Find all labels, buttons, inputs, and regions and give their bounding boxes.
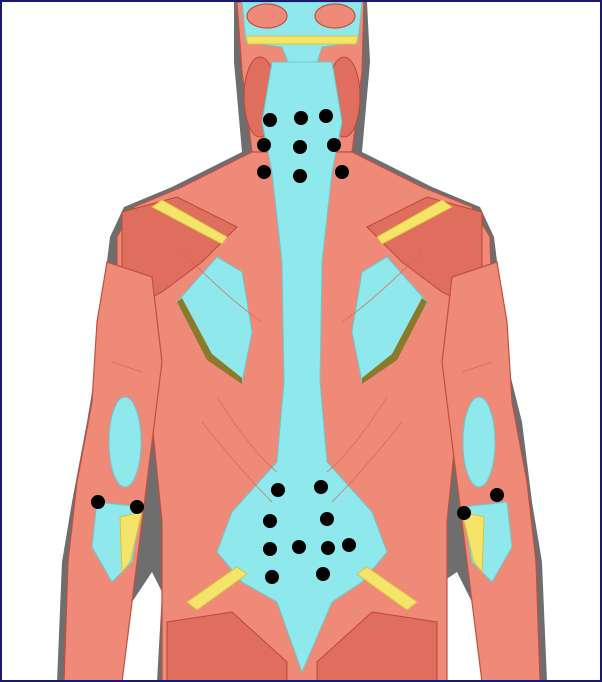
left-triceps-tendon: [109, 397, 141, 487]
neck-fat-band: [246, 36, 358, 44]
marker-dot: [257, 138, 271, 152]
marker-dot: [263, 113, 277, 127]
marker-dot: [316, 567, 330, 581]
marker-dot: [294, 111, 308, 125]
marker-dot: [292, 540, 306, 554]
marker-dot: [457, 506, 471, 520]
marker-dot: [293, 140, 307, 154]
marker-dot: [91, 495, 105, 509]
marker-dot: [314, 480, 328, 494]
marker-dot: [130, 500, 144, 514]
marker-dot: [263, 514, 277, 528]
right-triceps-tendon: [463, 397, 495, 487]
marker-dot: [327, 138, 341, 152]
marker-dot: [293, 169, 307, 183]
marker-dot: [263, 542, 277, 556]
skull-muscle-right: [315, 4, 355, 28]
marker-dot: [342, 538, 356, 552]
marker-dot: [265, 570, 279, 584]
skull-muscle-left: [247, 4, 287, 28]
marker-dot: [490, 488, 504, 502]
marker-dot: [257, 165, 271, 179]
marker-dot: [321, 541, 335, 555]
marker-dot: [319, 109, 333, 123]
marker-dot: [271, 483, 285, 497]
marker-dot: [335, 165, 349, 179]
marker-dot: [320, 512, 334, 526]
